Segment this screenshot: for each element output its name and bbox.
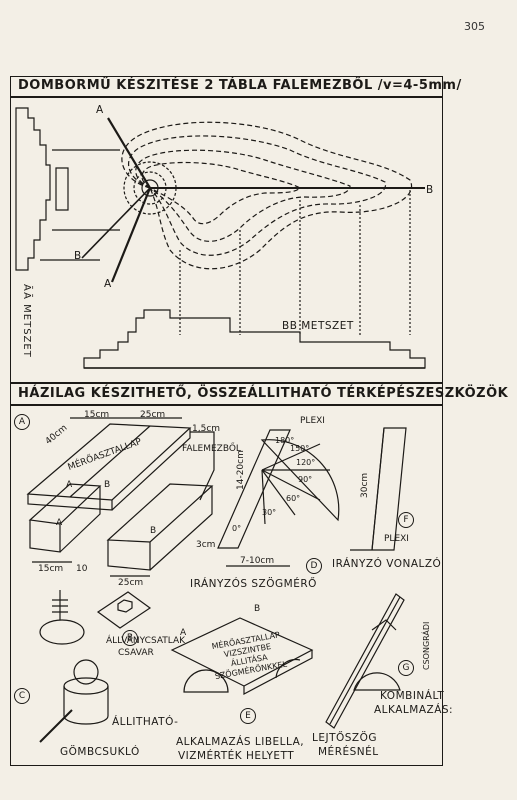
gombcsuklo-label: GÖMBCSUKLÓ: [60, 746, 140, 758]
circle-b: B: [122, 630, 138, 646]
deg-150: 150°: [290, 444, 310, 453]
section-divider: [10, 382, 443, 384]
circle-a: A: [14, 414, 30, 430]
plexi-top: PLEXI: [300, 416, 325, 426]
circle-g: G: [398, 660, 414, 676]
section1-title-divider: [10, 96, 443, 98]
letter-a: A: [66, 480, 73, 490]
dim-15cm-b: 15cm: [38, 564, 64, 574]
dim-b: B: [254, 604, 261, 614]
section1-title: DOMBORMŰ KÉSZITÉSE 2 TÁBLA FALEMEZBŐL /v…: [18, 78, 462, 93]
plexi-right: PLEXI: [384, 534, 409, 544]
dim-3cm: 3cm: [196, 540, 216, 550]
alkalmazas2-label: ALKALMAZÁS:: [374, 704, 454, 716]
figure-frame: [10, 76, 443, 766]
section2-title-divider: [10, 404, 443, 406]
deg-0: 0°: [232, 524, 242, 533]
section2-title: HÁZILAG KÉSZITHETŐ, ÖSSZEÁLLITHATÓ TÉRKÉ…: [18, 386, 509, 401]
deg-90: 90°: [298, 475, 313, 484]
dim-25cm: 25cm: [140, 410, 166, 420]
csavar-label: CSAVAR: [118, 648, 154, 658]
dim-7-10cm: 7-10cm: [240, 556, 275, 566]
deg-60: 60°: [286, 494, 301, 503]
dim-1-5cm: 1,5cm: [192, 424, 221, 434]
circle-f: F: [398, 512, 414, 528]
allvanycsatlak-label: ÁLLVÁNYCSATLAK: [106, 636, 186, 646]
deg-30: 30°: [262, 508, 277, 517]
dim-25cm-b: 25cm: [118, 578, 144, 588]
letter-b: B: [104, 480, 111, 490]
label-b-right: B: [426, 184, 434, 196]
meresnel-label: MÉRÉSNÉL: [318, 746, 379, 758]
deg-120: 120°: [296, 458, 316, 467]
falemezbol-label: FALEMEZBŐL: [182, 444, 241, 454]
label-a-top: A: [96, 104, 104, 116]
vizmertek-helyett-label: VIZMÉRTÉK HELYETT: [178, 750, 295, 762]
bb-section-label: BB METSZET: [282, 320, 354, 332]
dim-15cm: 15cm: [84, 410, 110, 420]
letter-b2: B: [150, 526, 157, 536]
deg-180: 180°: [275, 436, 295, 445]
dim-10: 10: [76, 564, 88, 574]
lejtoszog-label: LEJTŐSZÖG: [312, 732, 378, 744]
letter-a2: A: [56, 518, 63, 528]
dim-a: A: [180, 628, 187, 638]
label-b-left: B: [74, 250, 82, 262]
circle-e: E: [240, 708, 256, 724]
circle-c: C: [14, 688, 30, 704]
alkalmazas-libella-label: ALKALMAZÁS LIBELLA,: [176, 736, 305, 748]
page-number: 305: [464, 20, 485, 33]
circle-d: D: [306, 558, 322, 574]
allithato-label: ÁLLITHATÓ-: [112, 716, 179, 728]
iranyzos-szogmero-label: IRÁNYZÓS SZÖGMÉRŐ: [190, 578, 317, 590]
dim-30cm: 30cm: [360, 472, 370, 498]
csongradi-signature: CSONGRÁDI: [422, 621, 431, 670]
label-a-bottom: A: [104, 278, 112, 290]
iranyzo-vonalzo-label: IRÁNYZÓ VONALZÓ: [332, 558, 442, 570]
dim-14-20cm: 14-20cm: [236, 450, 246, 490]
kombinalt-label: KOMBINÁLT: [380, 690, 445, 702]
